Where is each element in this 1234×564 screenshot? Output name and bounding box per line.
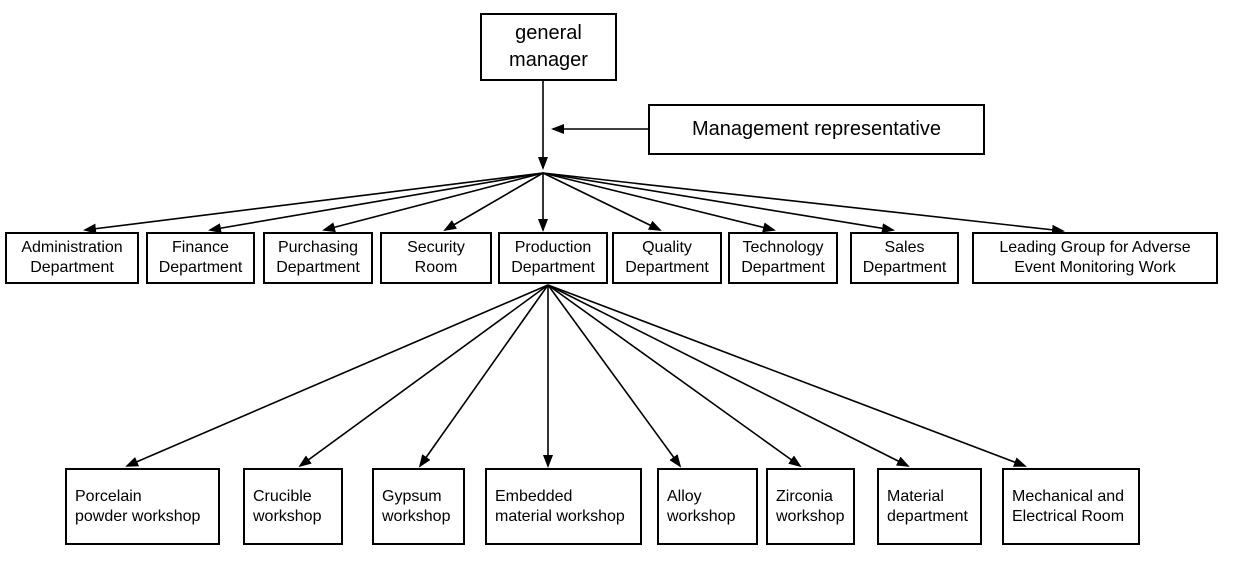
edge-gm-purchasing (322, 172, 544, 233)
edge-prod-gypsum (418, 284, 549, 468)
node-management-representative: Management representative (648, 104, 985, 155)
edge-prod-zirconia (547, 284, 802, 468)
node-adverse-event-group: Leading Group for Adverse Event Monitori… (972, 232, 1218, 284)
edge-prod-alloy (547, 284, 682, 468)
node-administration-department: Administration Department (5, 232, 139, 284)
edge-gm-security (443, 172, 544, 232)
edge-gm-sales (542, 172, 895, 234)
edge-gm-administration (83, 172, 544, 234)
edge-gm-quality (542, 172, 662, 231)
node-production-department: Production Department (498, 232, 608, 284)
node-zirconia-workshop: Zirconia workshop (766, 468, 855, 545)
node-purchasing-department: Purchasing Department (263, 232, 373, 284)
edge-prod-material (547, 284, 910, 467)
node-technology-department: Technology Department (728, 232, 838, 284)
node-material-department: Material department (877, 468, 982, 545)
edge-prod-crucible (298, 284, 549, 468)
node-security-room: Security Room (380, 232, 492, 284)
node-gypsum-workshop: Gypsum workshop (372, 468, 465, 545)
node-finance-department: Finance Department (146, 232, 255, 284)
node-general-manager: general manager (480, 13, 617, 81)
node-sales-department: Sales Department (850, 232, 959, 284)
node-quality-department: Quality Department (612, 232, 722, 284)
node-alloy-workshop: Alloy workshop (657, 468, 758, 545)
node-embedded-material-workshop: Embedded material workshop (485, 468, 642, 545)
edge-gm-technology (542, 172, 776, 233)
node-mechanical-electrical-room: Mechanical and Electrical Room (1002, 468, 1140, 545)
edge-gm-finance (208, 172, 544, 234)
node-crucible-workshop: Crucible workshop (243, 468, 343, 545)
edge-prod-mechanical (547, 284, 1027, 467)
node-porcelain-powder-workshop: Porcelain powder workshop (65, 468, 220, 545)
edge-prod-porcelain (125, 284, 549, 467)
edge-gm-adverse-group (542, 172, 1065, 235)
